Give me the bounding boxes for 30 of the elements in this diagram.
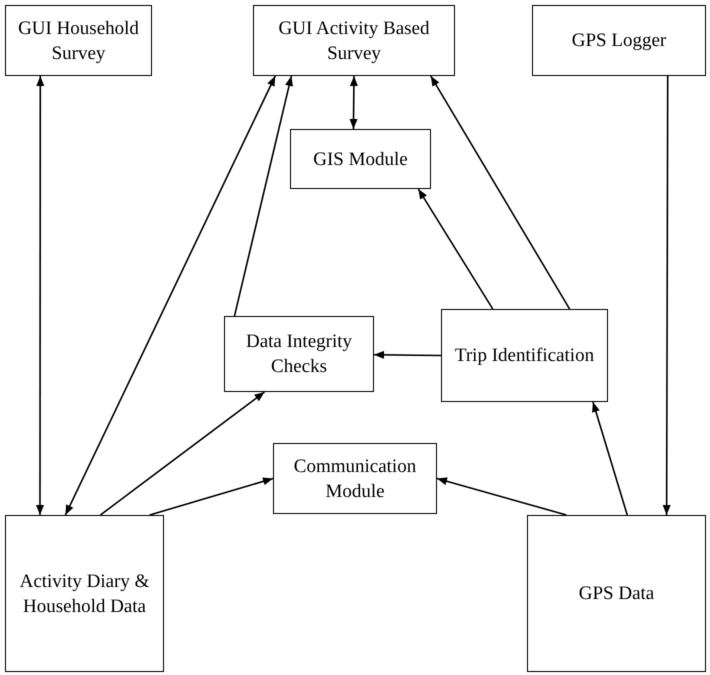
box-label: Data Integrity Checks — [244, 330, 354, 379]
arrow — [64, 76, 276, 516]
process-box — [532, 5, 706, 76]
arrow — [350, 76, 358, 129]
arrow — [436, 477, 567, 516]
arrow — [36, 76, 44, 515]
box-label: Activity Diary & Household Data — [18, 570, 150, 618]
process-box — [290, 129, 431, 189]
arrow — [592, 402, 628, 516]
process-box — [273, 443, 437, 514]
process-box — [224, 316, 374, 392]
arrow — [418, 188, 494, 310]
box-label: Trip Identification — [454, 344, 594, 368]
arrow — [234, 76, 293, 316]
box-label: GPS Data — [578, 582, 654, 606]
arrow — [662, 76, 671, 515]
process-box — [441, 309, 608, 402]
box-label: GPS Logger — [572, 29, 666, 53]
process-box — [5, 515, 164, 672]
box-label: GUI Activity Based Survey — [278, 16, 430, 66]
arrow — [149, 478, 274, 516]
arrow — [430, 76, 570, 310]
box-label: GUI Household Survey — [17, 16, 140, 66]
box-label: Communication Module — [292, 454, 418, 504]
process-box — [527, 515, 706, 672]
process-box — [253, 5, 455, 76]
box-label: GIS Module — [313, 148, 408, 172]
arrow — [374, 350, 441, 359]
arrow — [100, 391, 265, 516]
process-box — [5, 5, 152, 76]
